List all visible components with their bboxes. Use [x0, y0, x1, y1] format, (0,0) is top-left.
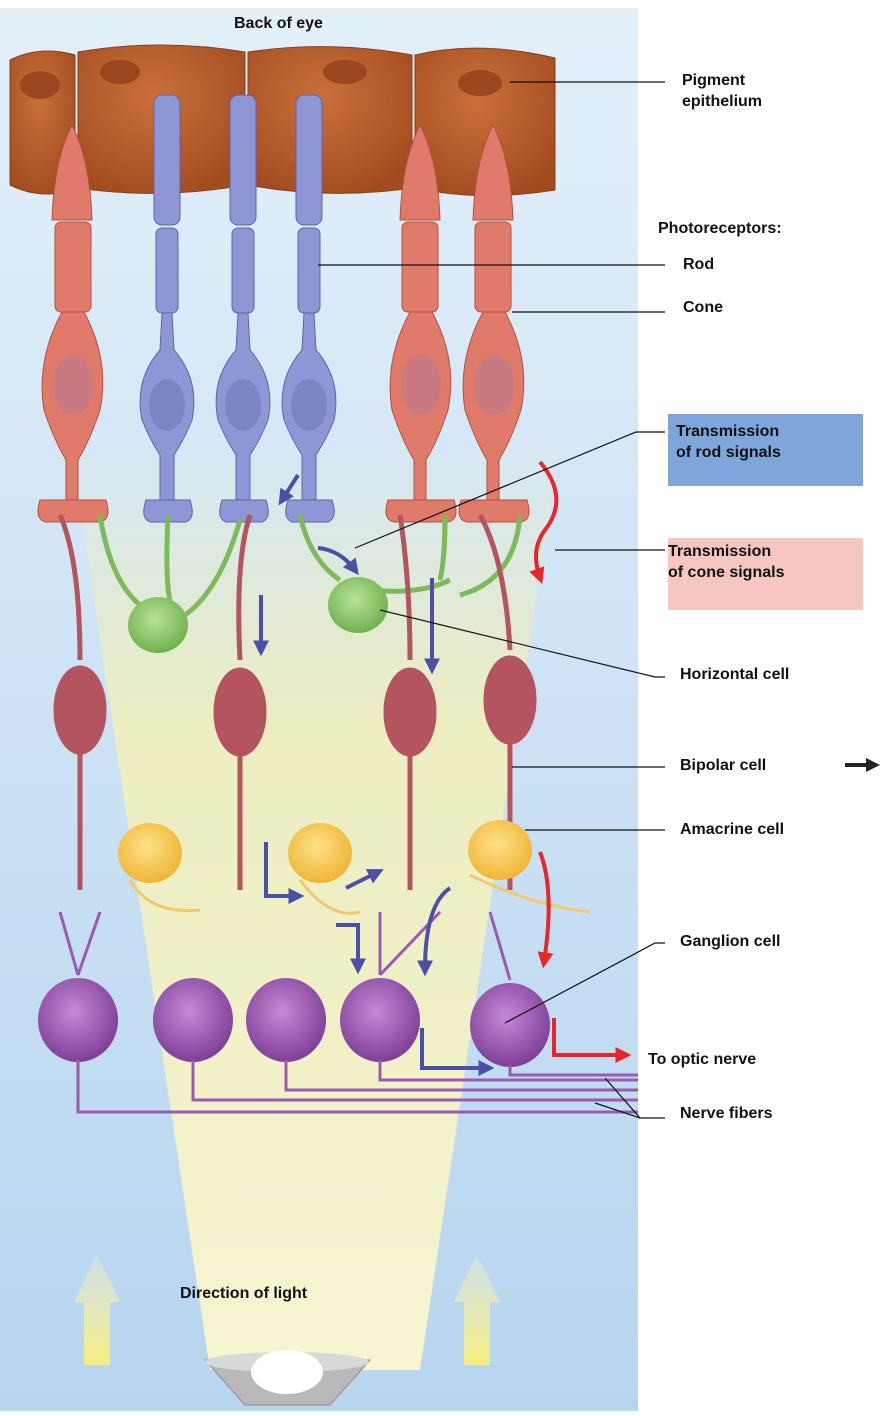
- pigment-epithelium-label: Pigment epithelium: [682, 70, 762, 112]
- diagram-title: Back of eye: [234, 13, 323, 34]
- rod-signals-label: Transmission of rod signals: [676, 421, 781, 463]
- photoreceptors-label: Photoreceptors:: [658, 218, 782, 239]
- bipolar-cell-label: Bipolar cell: [680, 755, 766, 776]
- cone-signals-label: Transmission of cone signals: [668, 541, 784, 583]
- cone-label: Cone: [683, 297, 723, 318]
- ganglion-cell-label: Ganglion cell: [680, 931, 780, 952]
- pigment-epithelium: [10, 45, 555, 196]
- rod-cells: [140, 95, 336, 522]
- optic-nerve-label: To optic nerve: [648, 1049, 756, 1070]
- horizontal-cell-label: Horizontal cell: [680, 664, 789, 685]
- rod-label: Rod: [683, 254, 714, 275]
- nerve-fibers-label: Nerve fibers: [680, 1103, 773, 1124]
- right-arrow-icon: [845, 758, 880, 772]
- amacrine-cell-label: Amacrine cell: [680, 819, 784, 840]
- direction-of-light-label: Direction of light: [180, 1283, 307, 1304]
